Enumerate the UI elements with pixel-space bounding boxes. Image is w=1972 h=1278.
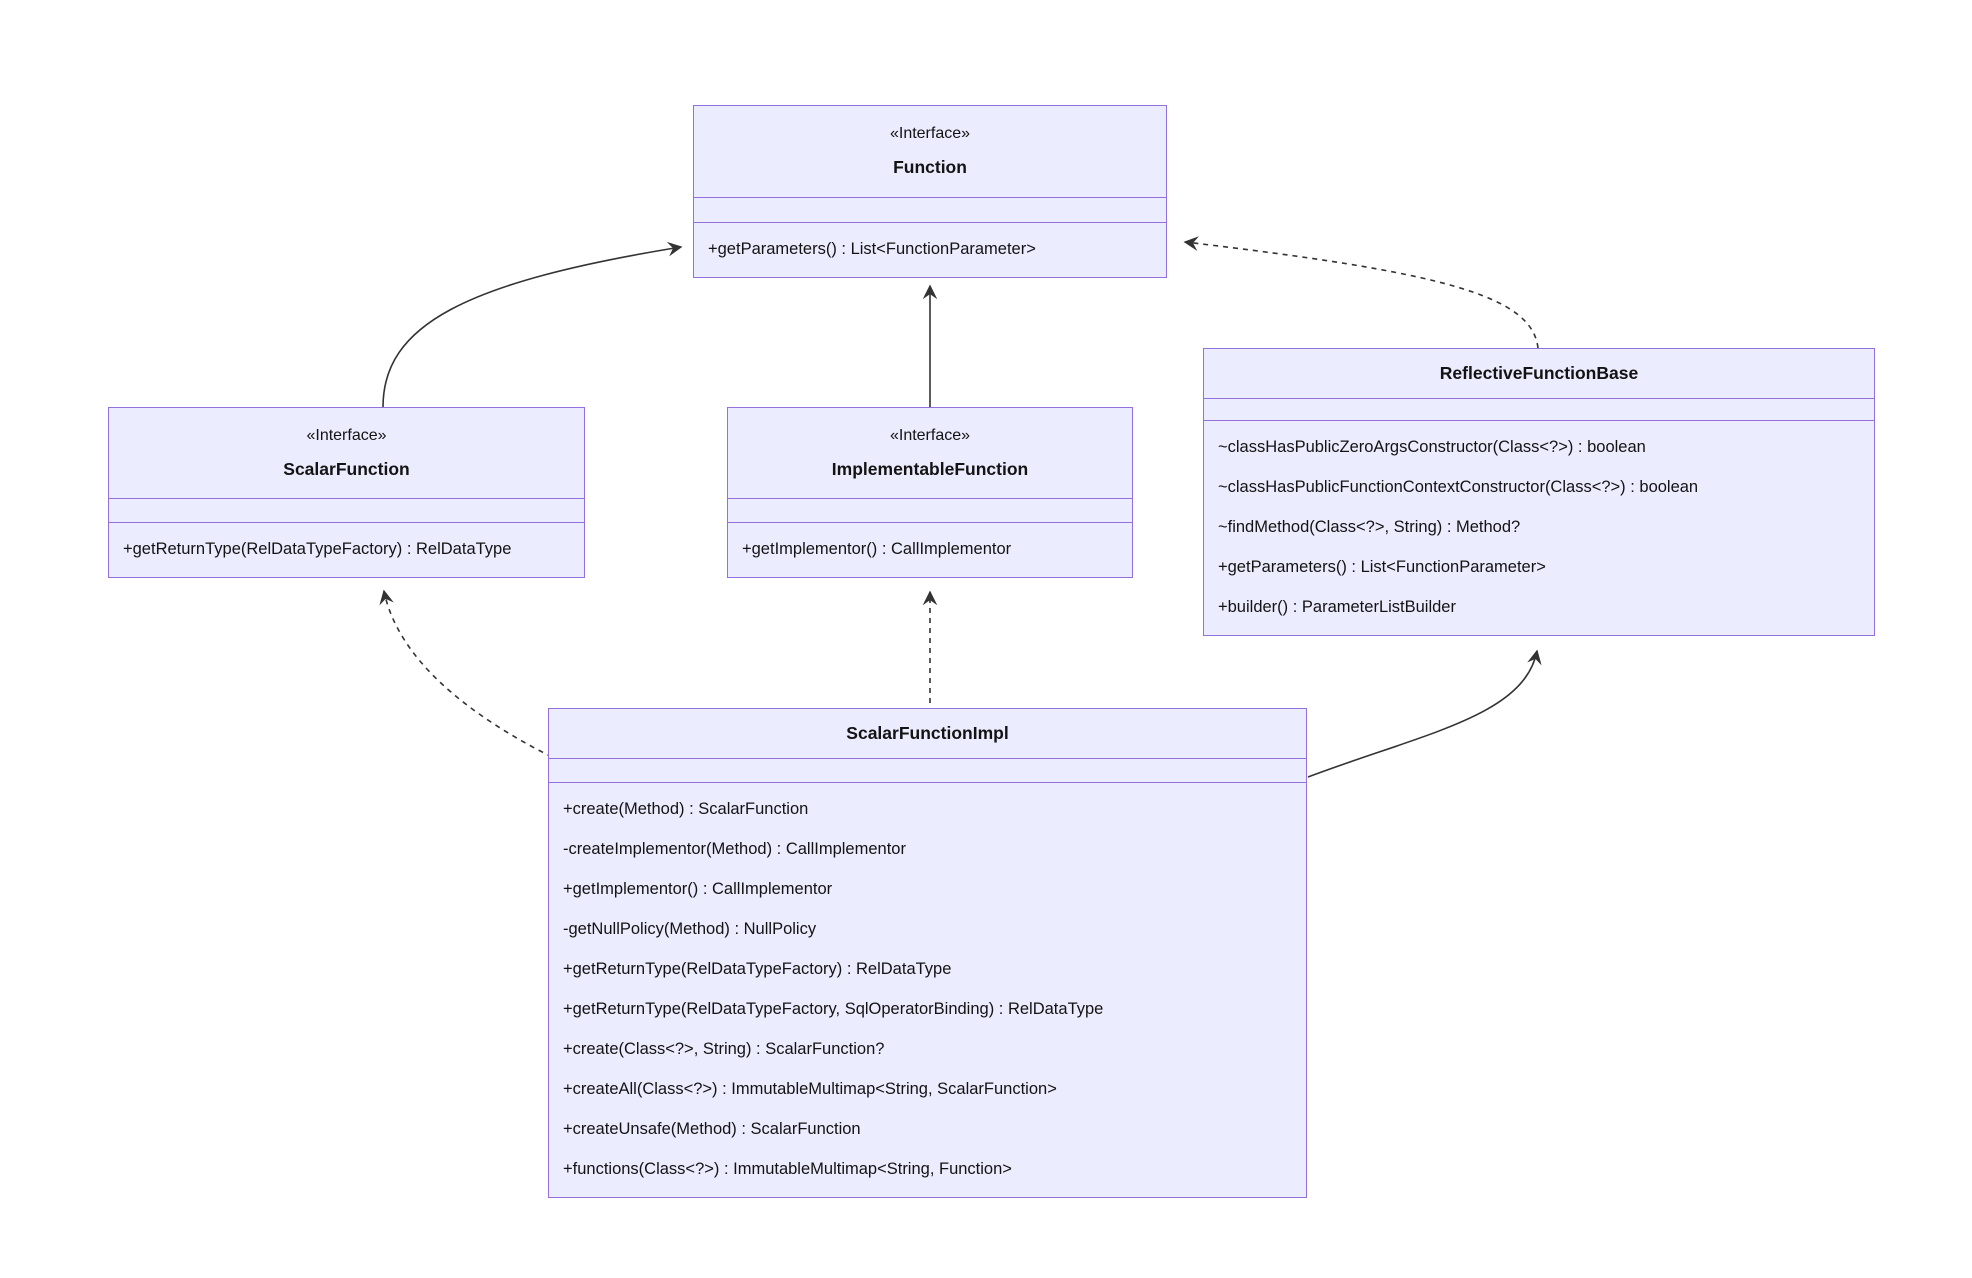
attributes-compartment	[109, 499, 584, 523]
class-box-function: «Interface» Function +getParameters() : …	[693, 105, 1167, 278]
edge-scalarfunctionimpl-to-scalarfunction	[379, 589, 553, 758]
method-entry: -createImplementor(Method) : CallImpleme…	[563, 840, 906, 858]
class-box-implementablefunction: «Interface» ImplementableFunction +getIm…	[727, 407, 1133, 578]
edge-reflectivefunctionbase-to-function	[1183, 236, 1539, 349]
class-header: ScalarFunctionImpl	[549, 709, 1306, 759]
class-header: «Interface» ScalarFunction	[109, 408, 584, 499]
method-entry: +getImplementor() : CallImplementor	[563, 880, 833, 898]
method-entry: -getNullPolicy(Method) : NullPolicy	[563, 920, 817, 938]
method-entry: +createUnsafe(Method) : ScalarFunction	[563, 1120, 861, 1138]
method-entry: +getParameters() : List<FunctionParamete…	[1218, 558, 1546, 576]
class-name: Function	[893, 157, 967, 178]
class-header: «Interface» Function	[694, 106, 1166, 198]
method-entry: +getReturnType(RelDataTypeFactory) : Rel…	[123, 540, 512, 558]
methods-compartment: +getImplementor() : CallImplementor	[728, 523, 1132, 577]
method-entry: +create(Method) : ScalarFunction	[563, 800, 809, 818]
edge-scalarfunction-to-function	[382, 241, 683, 408]
attributes-compartment	[1204, 399, 1874, 421]
method-entry: +create(Class<?>, String) : ScalarFuncti…	[563, 1040, 885, 1058]
attributes-compartment	[694, 198, 1166, 223]
edge-scalarfunctionimpl-to-reflectivefunctionbase	[1307, 649, 1542, 778]
method-entry: ~findMethod(Class<?>, String) : Method?	[1218, 518, 1521, 536]
method-entry: +builder() : ParameterListBuilder	[1218, 598, 1456, 616]
methods-compartment: +getParameters() : List<FunctionParamete…	[694, 223, 1166, 277]
attributes-compartment	[728, 499, 1132, 523]
methods-compartment: +getReturnType(RelDataTypeFactory) : Rel…	[109, 523, 584, 577]
class-name: ScalarFunction	[283, 458, 410, 479]
method-entry: +createAll(Class<?>) : ImmutableMultimap…	[563, 1080, 1057, 1098]
method-entry: +getReturnType(RelDataTypeFactory) : Rel…	[563, 960, 952, 978]
class-header: «Interface» ImplementableFunction	[728, 408, 1132, 499]
class-name: ImplementableFunction	[831, 458, 1029, 479]
class-box-scalarfunctionimpl: ScalarFunctionImpl +create(Method) : Sca…	[548, 708, 1307, 1198]
method-entry: +getReturnType(RelDataTypeFactory, SqlOp…	[563, 1000, 1104, 1018]
method-entry: ~classHasPublicZeroArgsConstructor(Class…	[1218, 438, 1646, 456]
class-name: ScalarFunctionImpl	[846, 722, 1009, 743]
method-entry: +getParameters() : List<FunctionParamete…	[708, 240, 1036, 258]
class-name: ReflectiveFunctionBase	[1439, 362, 1639, 383]
methods-compartment: ~classHasPublicZeroArgsConstructor(Class…	[1204, 421, 1874, 635]
attributes-compartment	[549, 759, 1306, 783]
method-entry: ~classHasPublicFunctionContextConstructo…	[1218, 478, 1699, 496]
class-box-scalarfunction: «Interface» ScalarFunction +getReturnTyp…	[108, 407, 585, 578]
stereotype-label: «Interface»	[306, 426, 387, 444]
method-entry: +functions(Class<?>) : ImmutableMultimap…	[563, 1160, 1012, 1178]
class-header: ReflectiveFunctionBase	[1204, 349, 1874, 399]
class-box-reflectivefunctionbase: ReflectiveFunctionBase ~classHasPublicZe…	[1203, 348, 1875, 636]
methods-compartment: +create(Method) : ScalarFunction -create…	[549, 783, 1306, 1197]
stereotype-label: «Interface»	[889, 125, 971, 143]
method-entry: +getImplementor() : CallImplementor	[742, 540, 1012, 558]
stereotype-label: «Interface»	[889, 426, 971, 444]
